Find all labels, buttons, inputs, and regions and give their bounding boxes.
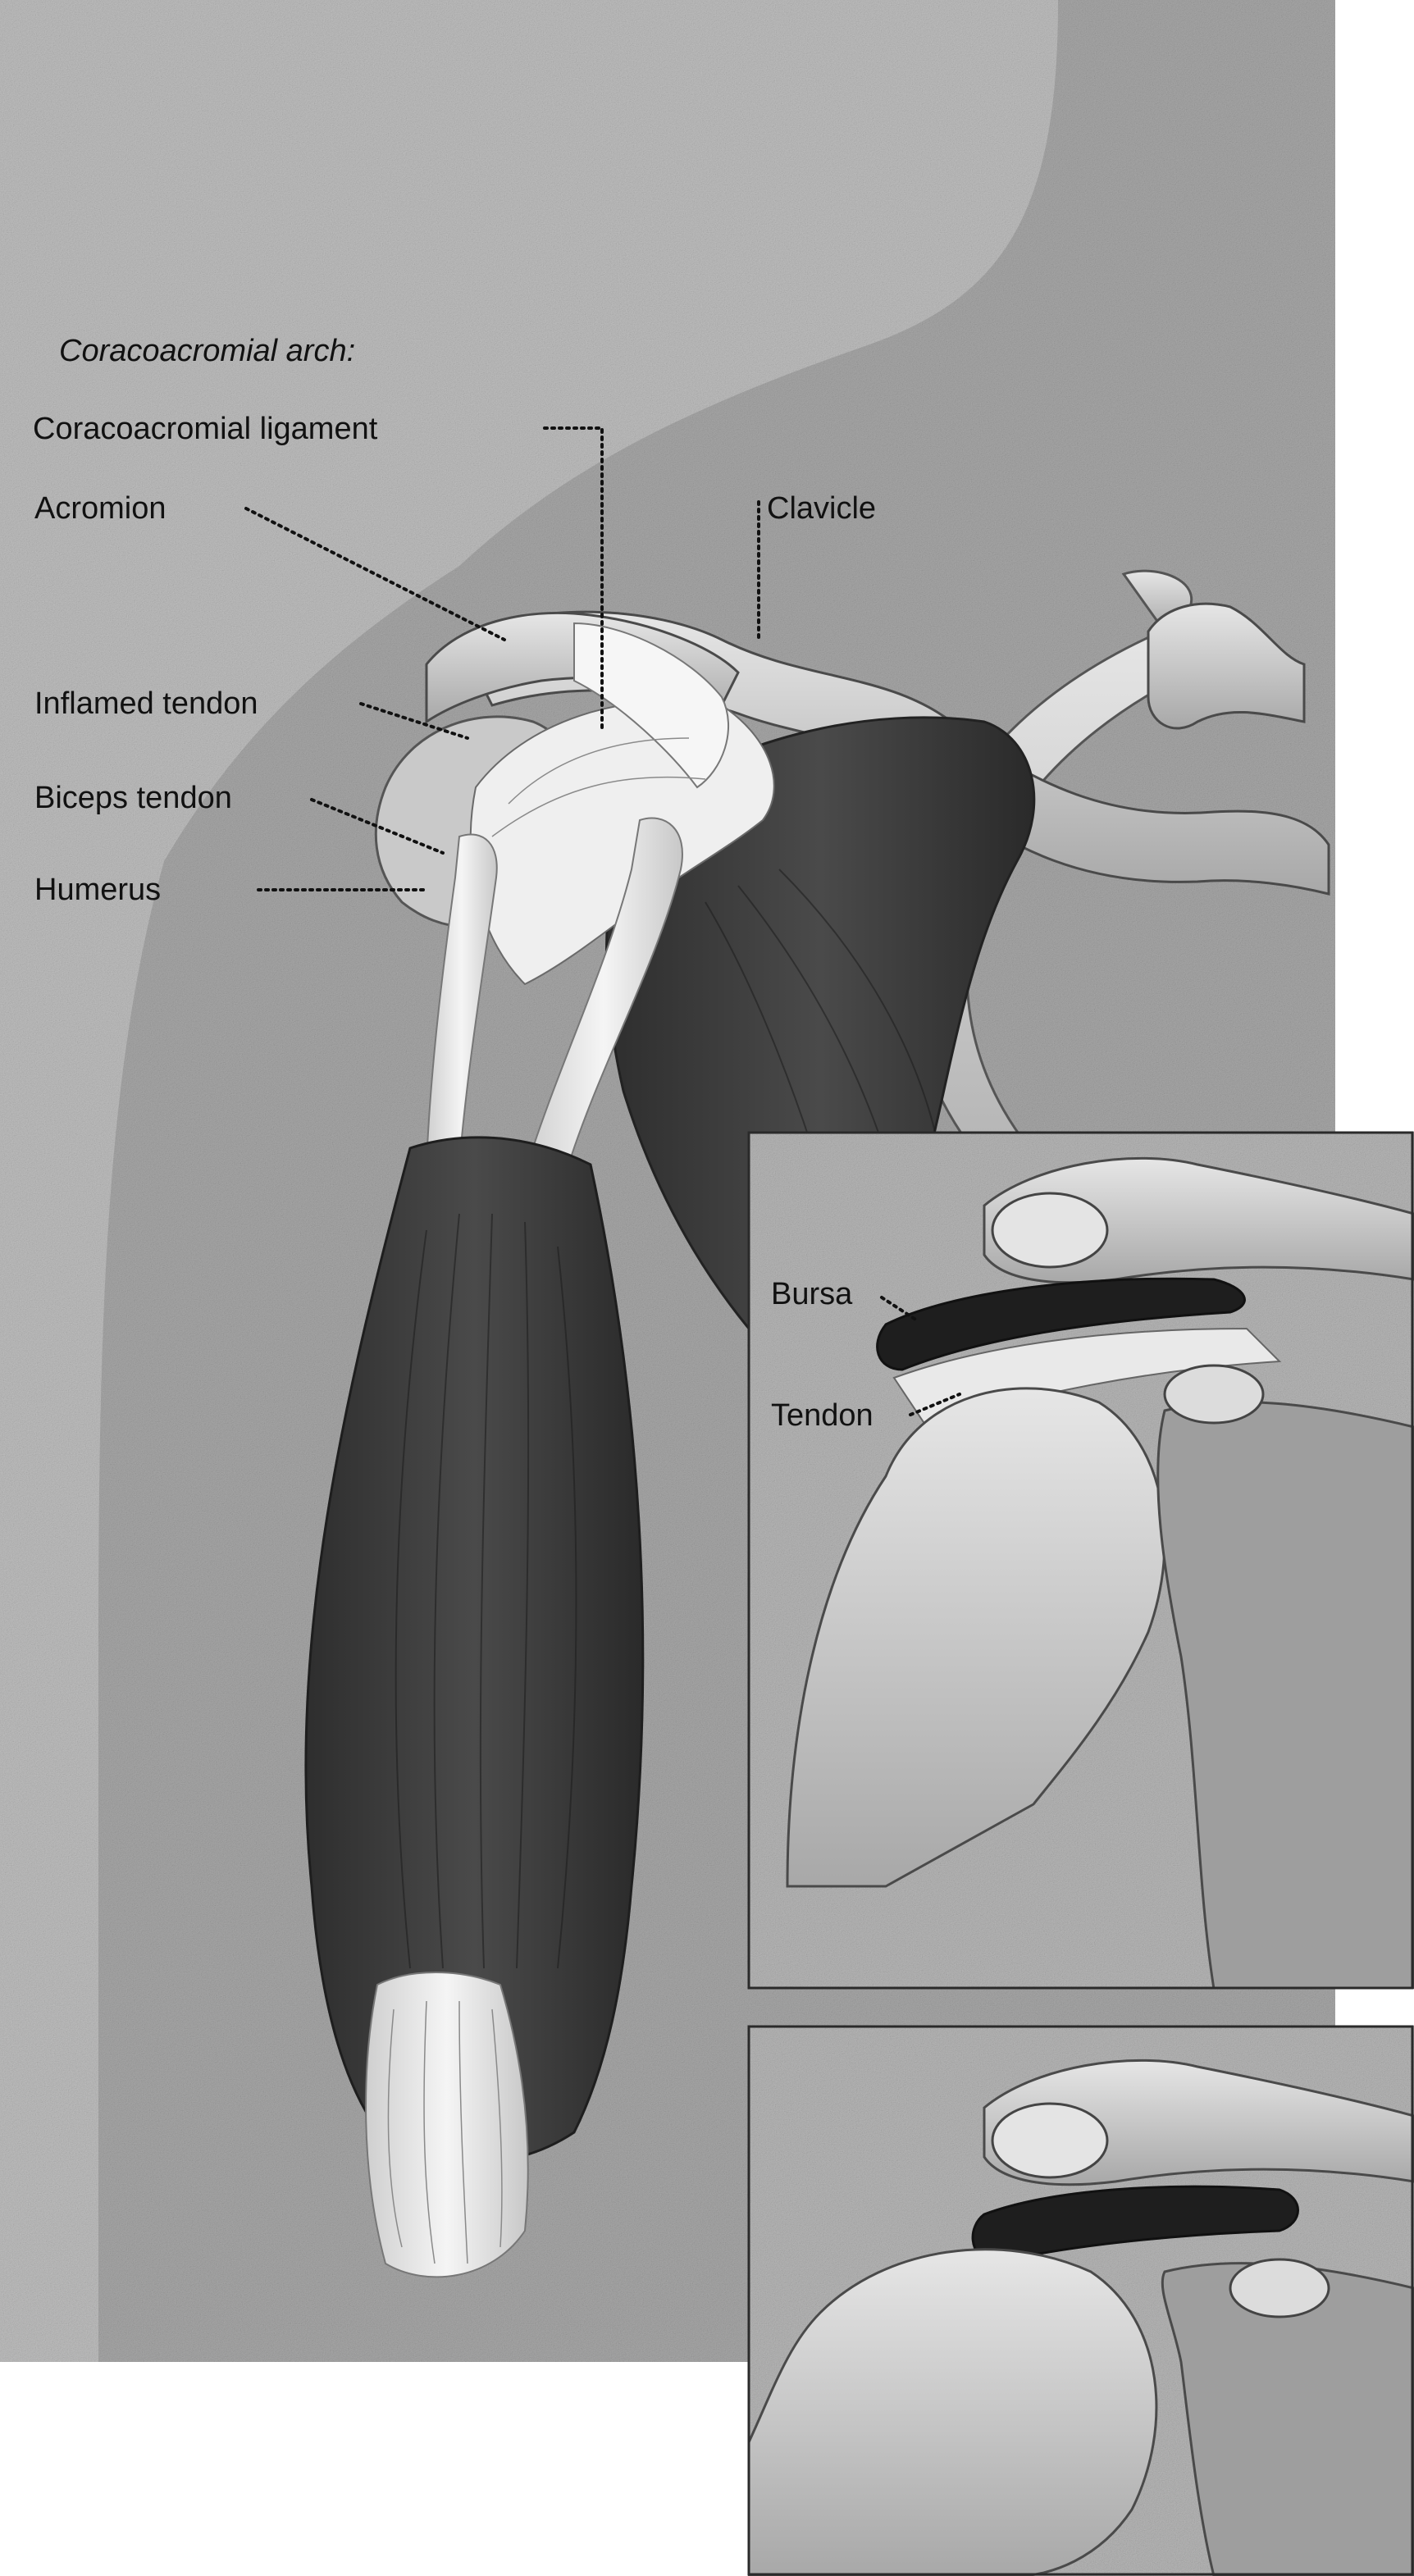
inset-bottom: [748, 2026, 1414, 2576]
inset-bottom-coracoid-section: [1230, 2259, 1329, 2317]
label-clavicle: Clavicle: [767, 491, 876, 526]
label-biceps-tendon: Biceps tendon: [34, 781, 232, 815]
inset-top: Bursa Tendon: [748, 1132, 1414, 1989]
label-acromion: Acromion: [34, 491, 166, 526]
label-bursa: Bursa: [771, 1277, 853, 1311]
label-coracoacromial-ligament: Coracoacromial ligament: [33, 412, 378, 446]
inset-top-coracoid-section: [1165, 1366, 1263, 1423]
label-humerus: Humerus: [34, 873, 161, 907]
label-tendon: Tendon: [771, 1398, 873, 1433]
inset-bottom-bone-cross-section: [992, 2104, 1107, 2177]
biceps-distal-tendon: [366, 1972, 528, 2277]
coracoacromial-arch-heading: Coracoacromial arch:: [59, 334, 355, 368]
inset-top-bone-cross-section: [992, 1193, 1107, 1267]
label-inflamed-tendon: Inflamed tendon: [34, 686, 258, 721]
